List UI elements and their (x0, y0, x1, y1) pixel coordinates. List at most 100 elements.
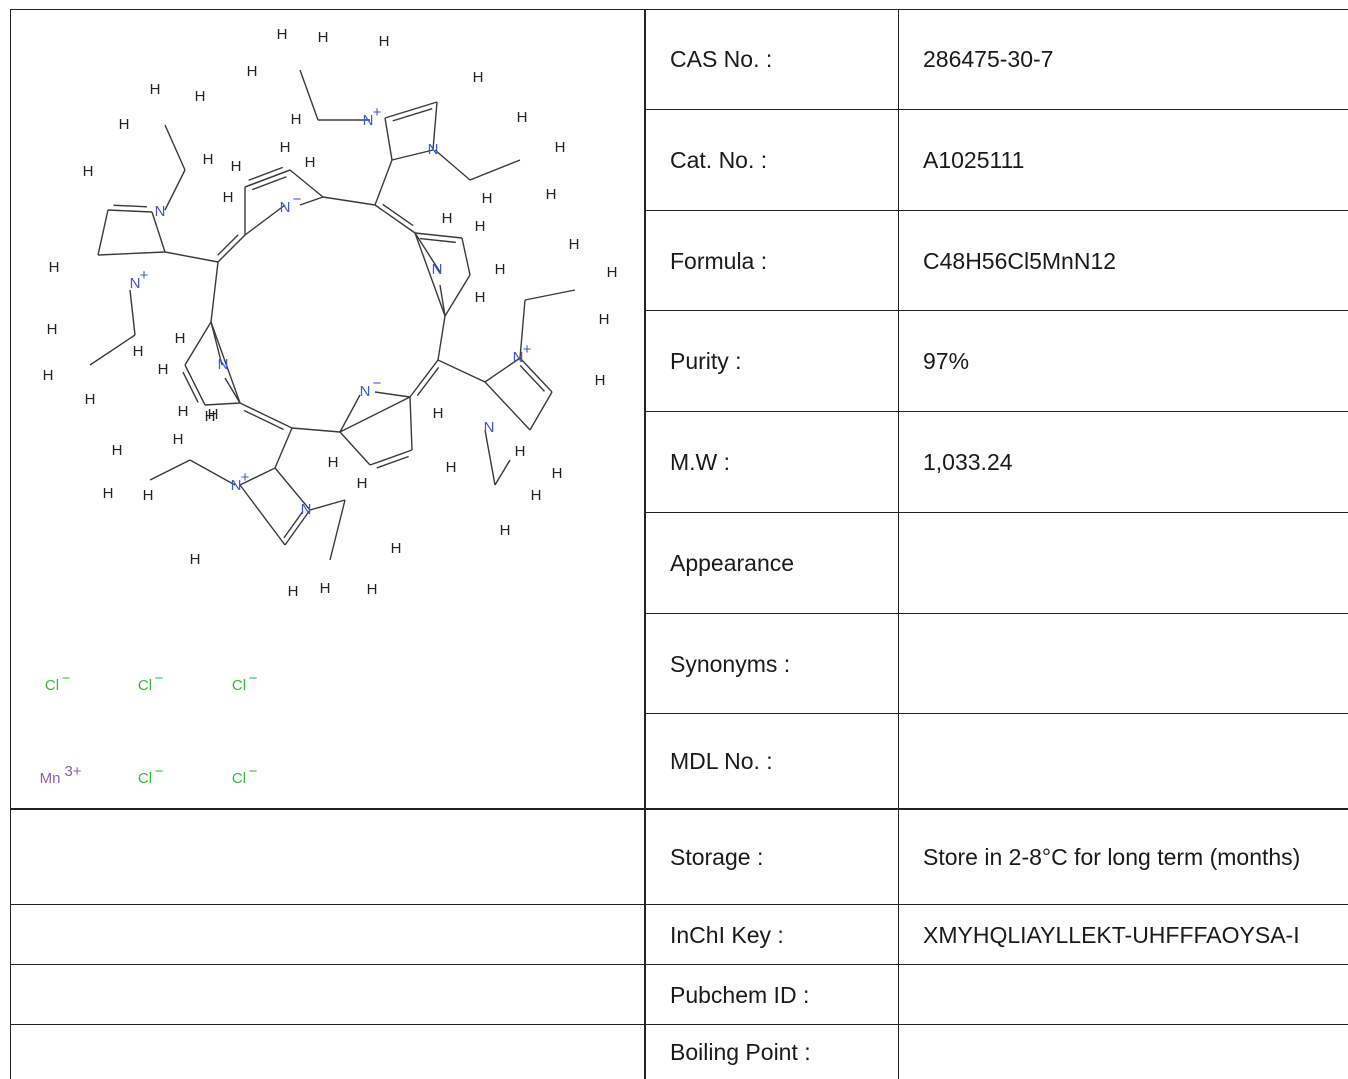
hydrogen-label: H (320, 580, 331, 597)
value-formula: C48H56Cl5MnN12 (923, 248, 1117, 274)
chloride-ion-label: Cl (138, 770, 152, 787)
hydrogen-label: H (328, 454, 339, 471)
macrocycle-bond (322, 196, 376, 206)
chloride-ion-label: Cl (45, 677, 59, 694)
table-divider (645, 310, 1348, 311)
pyrrole-double-bond (244, 169, 291, 188)
imidazolium-bond (239, 467, 276, 486)
ethyl-bond (189, 459, 236, 486)
pyrrole-double-bond (251, 176, 287, 191)
imidazolium-bond (274, 467, 311, 511)
imidazolium-bond (484, 381, 531, 431)
charge-label: − (293, 191, 302, 208)
pyrrole-bond (224, 377, 241, 404)
label-appearance: Appearance (670, 550, 795, 576)
hydrogen-label: H (178, 403, 189, 420)
pyrrole-bond (339, 431, 371, 466)
ethyl-bond (164, 124, 186, 171)
imidazolium-bond (374, 159, 393, 206)
charge-label: + (523, 341, 532, 358)
hydrogen-label: H (546, 186, 557, 203)
nitrogen-label: N (231, 477, 242, 494)
macrocycle-bond (291, 427, 341, 433)
table-divider (645, 411, 1348, 412)
table-divider (10, 964, 1348, 965)
imidazolium-bond (97, 209, 109, 256)
hydrogen-label: H (391, 540, 402, 557)
macrocycle-bond (339, 396, 411, 433)
value-synonyms (923, 614, 1343, 713)
imidazolium-double-bond (519, 357, 553, 393)
ethyl-bond (164, 169, 186, 211)
hydrogen-label: H (205, 408, 216, 425)
hydrogen-label: H (85, 391, 96, 408)
hydrogen-label: H (208, 406, 219, 423)
pyrrole-bond (439, 284, 446, 317)
nitrogen-label: N (484, 419, 495, 436)
value-mdl-no (923, 714, 1343, 808)
imidazolium-bond (529, 391, 553, 431)
label-inchi-key: InChI Key : (670, 921, 784, 948)
pyrrole-double-bond (376, 455, 409, 469)
imidazolium-bond (391, 149, 434, 161)
image-border-left (10, 9, 11, 808)
hydrogen-label: H (133, 343, 144, 360)
pyrrole-double-bond (182, 371, 199, 403)
image-border-top (10, 9, 645, 10)
ethyl-bond (434, 149, 471, 181)
chloride-ion-label: Cl (138, 677, 152, 694)
hydrogen-label: H (531, 487, 542, 504)
hydrogen-label: H (442, 210, 453, 227)
imidazolium-double-bond (384, 101, 438, 119)
imidazolium-bond (97, 251, 166, 256)
charge-label: + (241, 469, 250, 486)
table-border-top (645, 9, 1348, 10)
hydrogen-label: H (291, 111, 302, 128)
hydrogen-label: H (247, 63, 258, 80)
chloride-charge-label: − (155, 763, 164, 780)
imidazolium-bond (432, 101, 438, 151)
pyrrole-bond (374, 391, 411, 398)
hydrogen-label: H (482, 190, 493, 207)
manganese-ion-label: Mn (40, 770, 61, 787)
imidazolium-double-bond (284, 509, 311, 546)
hydrogen-label: H (305, 154, 316, 171)
table-divider (645, 713, 1348, 714)
ethyl-bond (469, 159, 521, 181)
label-storage: Storage : (670, 844, 764, 870)
hydrogen-label: H (433, 405, 444, 422)
nitrogen-label: N (301, 501, 312, 518)
hydrogen-label: H (500, 522, 511, 539)
pyrrole-bond (299, 196, 324, 206)
macrocycle-bond (217, 234, 246, 263)
ethyl-bond (329, 499, 346, 561)
ethyl-bond (129, 289, 136, 336)
hydrogen-label: H (555, 139, 566, 156)
hydrogen-label: H (495, 261, 506, 278)
hydrogen-label: H (47, 321, 58, 338)
charge-label: − (373, 375, 382, 392)
nitrogen-label: N (360, 383, 371, 400)
value-inchi-key: XMYHQLIAYLLEKT-UHFFFAOYSA-I (923, 921, 1300, 948)
hydrogen-label: H (475, 289, 486, 306)
label-boiling-point: Boiling Point : (670, 1039, 811, 1065)
macrocycle-bond (217, 234, 239, 256)
pyrrole-bond (204, 402, 241, 406)
macrocycle-bond (210, 261, 219, 323)
nitrogen-label: N (363, 112, 374, 129)
hydrogen-label: H (112, 442, 123, 459)
value-cat-no: A1025111 (923, 147, 1025, 173)
ethyl-bond (89, 334, 136, 366)
chloride-ion-label: Cl (232, 770, 246, 787)
macrocycle-bond (414, 232, 446, 317)
macrocycle-bond (437, 315, 446, 361)
pyrrole-bond (461, 237, 471, 276)
ethyl-bond (149, 459, 191, 481)
chloride-charge-label: − (249, 670, 258, 687)
charge-label: + (140, 267, 149, 284)
manganese-charge-label: 3+ (64, 763, 81, 780)
imidazolium-double-bond (519, 365, 546, 392)
hydrogen-label: H (280, 139, 291, 156)
pyrrole-double-bond (420, 237, 456, 244)
